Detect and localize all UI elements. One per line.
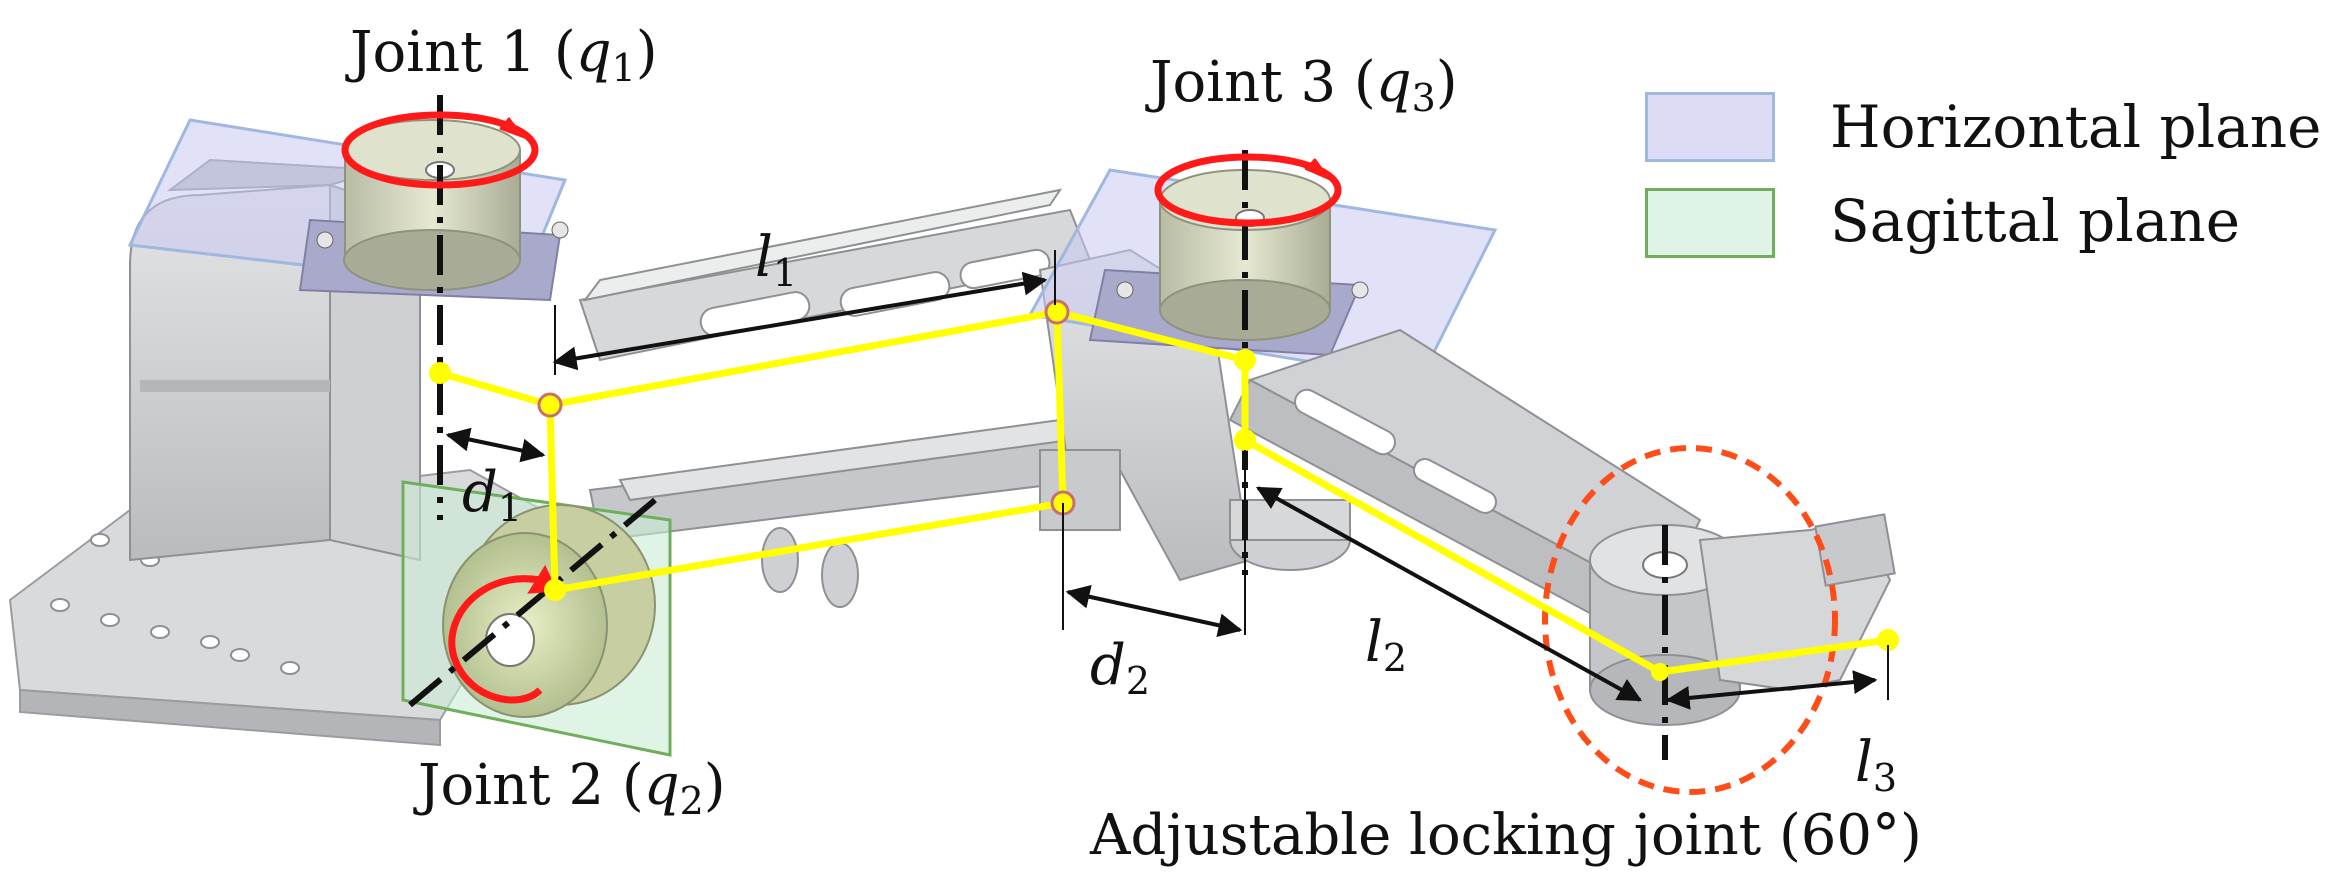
dimension-lines	[445, 250, 1889, 710]
rotation-arrows	[341, 111, 1342, 704]
joint1-close: )	[635, 20, 658, 85]
joint3-motor	[1088, 169, 1369, 357]
dim-l1-arrow	[552, 271, 1048, 371]
joint1-label: Joint 1 (q1)	[350, 25, 658, 90]
joint2-symbol: q	[643, 753, 680, 818]
joint2-label: Joint 2 (q2)	[418, 758, 726, 823]
lower-link	[588, 418, 1092, 608]
joint3-close: )	[1435, 50, 1458, 115]
dim-l3-arrow	[1665, 670, 1878, 710]
joint1-subscript: 1	[611, 46, 636, 90]
dim-l2-label: l2	[1365, 610, 1408, 680]
joint1-name: Joint 1 (	[350, 20, 576, 85]
joint3-subscript: 3	[1411, 76, 1436, 120]
joint3-name: Joint 3 (	[1150, 50, 1376, 115]
dim-d2-label: d2	[1090, 633, 1151, 703]
joint1-symbol: q	[575, 20, 612, 85]
joint2-close: )	[703, 753, 726, 818]
dim-d1-arrow	[445, 427, 546, 463]
joint1-motor	[298, 119, 569, 302]
joint2-subscript: 2	[679, 779, 704, 823]
joint2-motor	[442, 504, 656, 718]
dim-l1-label: l1	[755, 225, 798, 295]
legend-swatch-sagittal	[1645, 188, 1775, 258]
joint3-label: Joint 3 (q3)	[1150, 55, 1458, 120]
dim-l3-label: l3	[1855, 730, 1898, 800]
legend-label-horizontal: Horizontal plane	[1830, 93, 2322, 161]
legend-label-sagittal: Sagittal plane	[1830, 187, 2241, 255]
legend-swatch-horizontal	[1645, 92, 1775, 162]
joint2-name: Joint 2 (	[418, 753, 644, 818]
dim-l2-arrow	[1255, 486, 1643, 702]
upper-link	[578, 188, 1092, 362]
dim-d2-arrow	[1065, 584, 1243, 638]
dim-d1-label: d1	[462, 460, 523, 530]
joint3-symbol: q	[1375, 50, 1412, 115]
locking-joint-label: Adjustable locking joint (60°)	[1090, 803, 1922, 868]
